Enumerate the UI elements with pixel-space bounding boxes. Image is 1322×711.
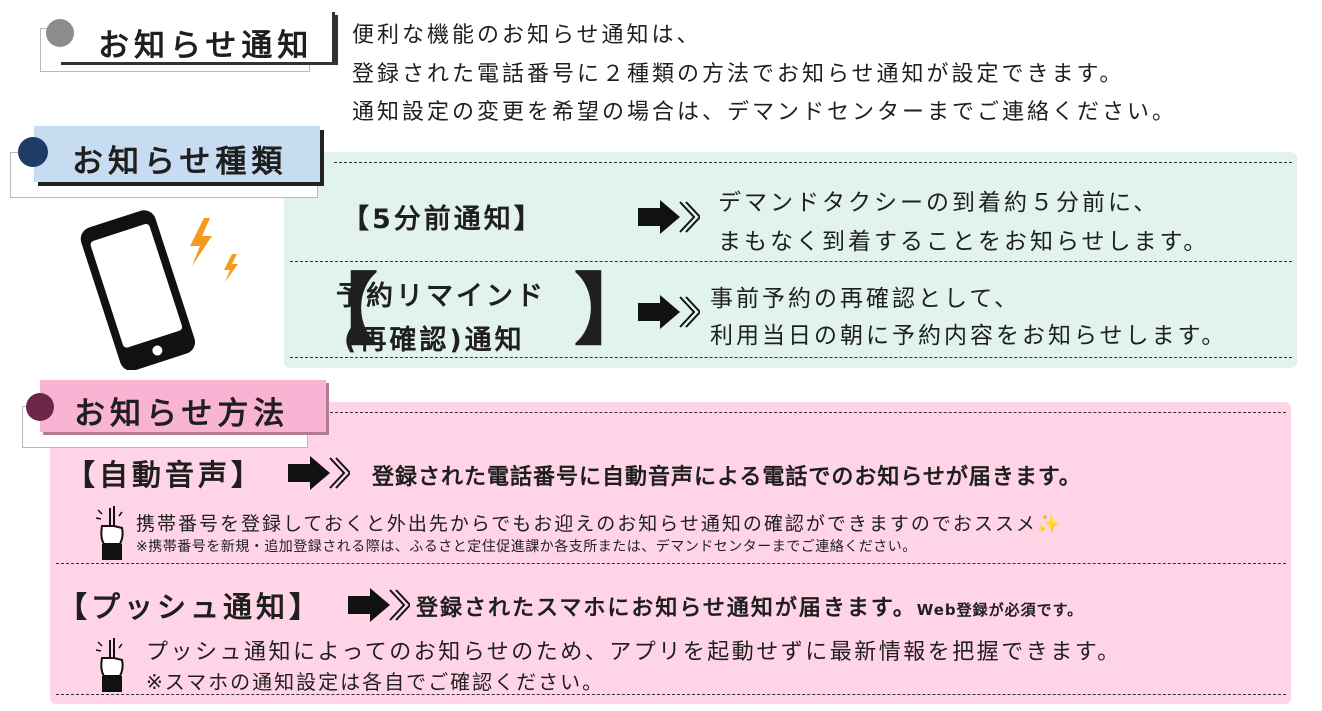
arrow-right-icon	[348, 588, 410, 622]
types-dot	[18, 137, 48, 167]
methods-dash-mid	[56, 563, 1286, 564]
header1-line-2: 登録された電話番号に２種類の方法でお知らせ通知が設定できます。	[352, 62, 1125, 87]
type-item2-label-line2: (再確認)通知	[344, 325, 525, 356]
voice-label: 【自動音声】	[66, 458, 265, 492]
push-desc-small: Web登録が必須です。	[916, 601, 1084, 619]
type-item1-desc-1: デマンドタクシーの到着約５分前に、	[718, 190, 1160, 216]
type-item2-bracket-left: 【	[300, 266, 379, 356]
methods-dash-top	[330, 412, 1286, 413]
voice-desc: 登録された電話番号に自動音声による電話でのお知らせが届きます。	[372, 465, 1082, 490]
methods-dot	[26, 393, 54, 421]
header1-title: お知らせ通知	[98, 28, 314, 64]
methods-title-box: お知らせ方法	[40, 380, 326, 432]
types-title: お知らせ種類	[72, 144, 288, 180]
types-panel	[284, 152, 1297, 368]
types-dash-mid	[290, 261, 1292, 262]
smartphone-icon	[80, 210, 238, 370]
push-desc-wrap: 登録されたスマホにお知らせ通知が届きます。Web登録が必須です。	[416, 590, 1083, 622]
arrow-right-icon	[638, 295, 700, 329]
type-item1-desc-2: まもなく到着することをお知らせします。	[718, 229, 1210, 255]
arrow-right-icon	[288, 456, 350, 490]
voice-note: ※携帯番号を新規・追加登録される際は、ふるさと定住促進課か各支所または、デマンド…	[136, 539, 917, 555]
pointing-hand-icon	[95, 506, 124, 560]
voice-tip-text: 携帯番号を登録しておくと外出先からでもお迎えのお知らせ通知の確認ができますのでお…	[136, 513, 1037, 535]
types-title-box: お知らせ種類	[34, 126, 320, 182]
sparkle-icon: ✨	[1036, 513, 1063, 535]
header1-dot	[46, 19, 74, 47]
arrow-right-icon	[638, 200, 700, 234]
header1-title-box: お知らせ通知	[58, 12, 335, 64]
pointing-hand-icon	[95, 638, 124, 692]
push-tip: プッシュ通知によってのお知らせのため、アプリを起動せずに最新情報を把握できます。	[146, 640, 1122, 665]
types-dash-top	[334, 162, 1292, 163]
type-item2-label-line1: 予約リマインド	[336, 281, 546, 312]
push-desc: 登録されたスマホにお知らせ通知が届きます。	[416, 596, 917, 621]
type-item1-label: 【5分前通知】	[342, 204, 544, 235]
methods-dash-bottom	[56, 694, 1286, 695]
methods-panel	[50, 402, 1291, 704]
header1-line-1: 便利な機能のお知らせ通知は、	[352, 23, 702, 48]
push-label: 【プッシュ通知】	[58, 590, 323, 624]
methods-title: お知らせ方法	[74, 396, 290, 432]
types-dash-bottom	[290, 357, 1292, 358]
voice-tip: 携帯番号を登録しておくと外出先からでもお迎えのお知らせ通知の確認ができますのでお…	[136, 509, 1063, 536]
push-note: ※スマホの通知設定は各自でご確認ください。	[146, 670, 605, 694]
type-item2-desc-1: 事前予約の再確認として、	[710, 286, 1021, 312]
header1-line-3: 通知設定の変更を希望の場合は、デマンドセンターまでご連絡ください。	[352, 100, 1178, 125]
type-item2-desc-2: 利用当日の朝に予約内容をお知らせします。	[710, 323, 1228, 349]
